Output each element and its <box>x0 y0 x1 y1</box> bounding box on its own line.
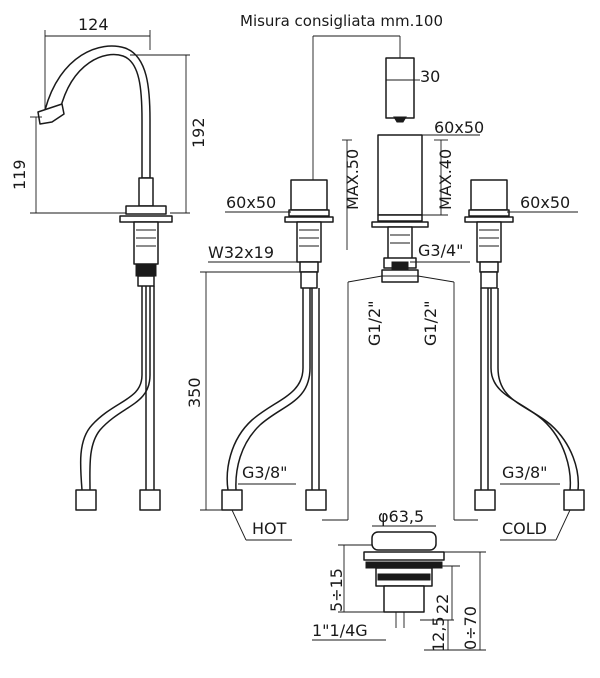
dim-phi63: φ63,5 <box>378 507 424 526</box>
dim-g34: G3/4" <box>418 241 464 260</box>
dim-g12-right: G1/2" <box>421 300 440 346</box>
dim-g12-left: G1/2" <box>365 300 384 346</box>
spout-hose-end-right <box>139 489 161 511</box>
hot-hose-curved <box>226 288 304 491</box>
hot-hose-end-right <box>305 489 327 511</box>
cold-handle-plate <box>468 209 510 217</box>
dim-cold-60x50: 60x50 <box>520 193 570 212</box>
dim-max50: MAX.50 <box>343 149 362 210</box>
waste-cap <box>371 531 437 551</box>
dim-5-15: 5÷15 <box>327 568 346 612</box>
hot-connector <box>300 271 318 289</box>
spout-connector <box>137 275 155 287</box>
dim-119: 119 <box>10 159 29 190</box>
spout-column <box>377 134 423 216</box>
cold-shank <box>476 221 502 263</box>
dim-22: 22 <box>433 594 452 614</box>
cold-hose-end-left <box>474 489 496 511</box>
hot-handle-plate <box>288 209 330 217</box>
cold-valve: 60x50 G3/8" COLD <box>464 179 585 541</box>
cold-handle <box>470 179 508 211</box>
hot-nut <box>299 261 319 273</box>
hot-hose-end-left <box>221 489 243 511</box>
hot-shank <box>296 221 322 263</box>
spout-hose-left <box>79 286 143 491</box>
cold-hose-curved <box>490 288 572 491</box>
dim-12-5: 12,5 <box>429 616 448 652</box>
label-cold: COLD <box>502 519 547 538</box>
hot-valve: 60x50 W32x19 350 G3/8" HOT <box>185 179 334 541</box>
hot-handle <box>290 179 328 211</box>
spout-body <box>385 57 415 119</box>
dim-g38-left: G3/8" <box>242 463 288 482</box>
spout-neck <box>138 177 154 207</box>
spout-front-view: Misura consigliata mm.100 30 60x50 MAX.5… <box>240 12 484 521</box>
spout-base-plate <box>125 205 167 215</box>
cold-connector <box>480 271 498 289</box>
dim-124: 124 <box>78 15 109 34</box>
dim-350: 350 <box>185 377 204 408</box>
spout-shank <box>133 221 159 265</box>
spout-hose-end-left <box>75 489 97 511</box>
dim-1-1-4g: 1"1/4G <box>312 621 368 640</box>
dim-0-70: 0÷70 <box>461 606 480 650</box>
cold-nut <box>479 261 499 273</box>
dim-192: 192 <box>189 117 208 148</box>
spout-side-view: 124 192 119 <box>10 15 208 511</box>
dim-g38-right: G3/8" <box>502 463 548 482</box>
spout-nut <box>135 263 157 277</box>
dim-front-60x50: 60x50 <box>434 118 484 137</box>
spout-aerator <box>393 116 407 123</box>
waste-nut <box>377 573 431 581</box>
spout-tip <box>37 103 65 125</box>
dim-recommended: Misura consigliata mm.100 <box>240 12 443 30</box>
waste-pipe <box>383 585 425 613</box>
spout-flange <box>119 215 173 223</box>
label-hot: HOT <box>252 519 287 538</box>
dim-max40: MAX.40 <box>436 149 455 210</box>
dim-30: 30 <box>420 67 440 86</box>
waste-flange <box>363 551 445 561</box>
dim-w32x19: W32x19 <box>208 243 274 262</box>
waste-seal <box>365 561 443 569</box>
cold-hose-end-right <box>563 489 585 511</box>
pop-up-waste: φ63,5 5÷15 22 0÷70 12,5 1"1/4G <box>312 507 486 652</box>
spout-front-plate <box>377 214 423 222</box>
dim-hot-60x50: 60x50 <box>226 193 276 212</box>
